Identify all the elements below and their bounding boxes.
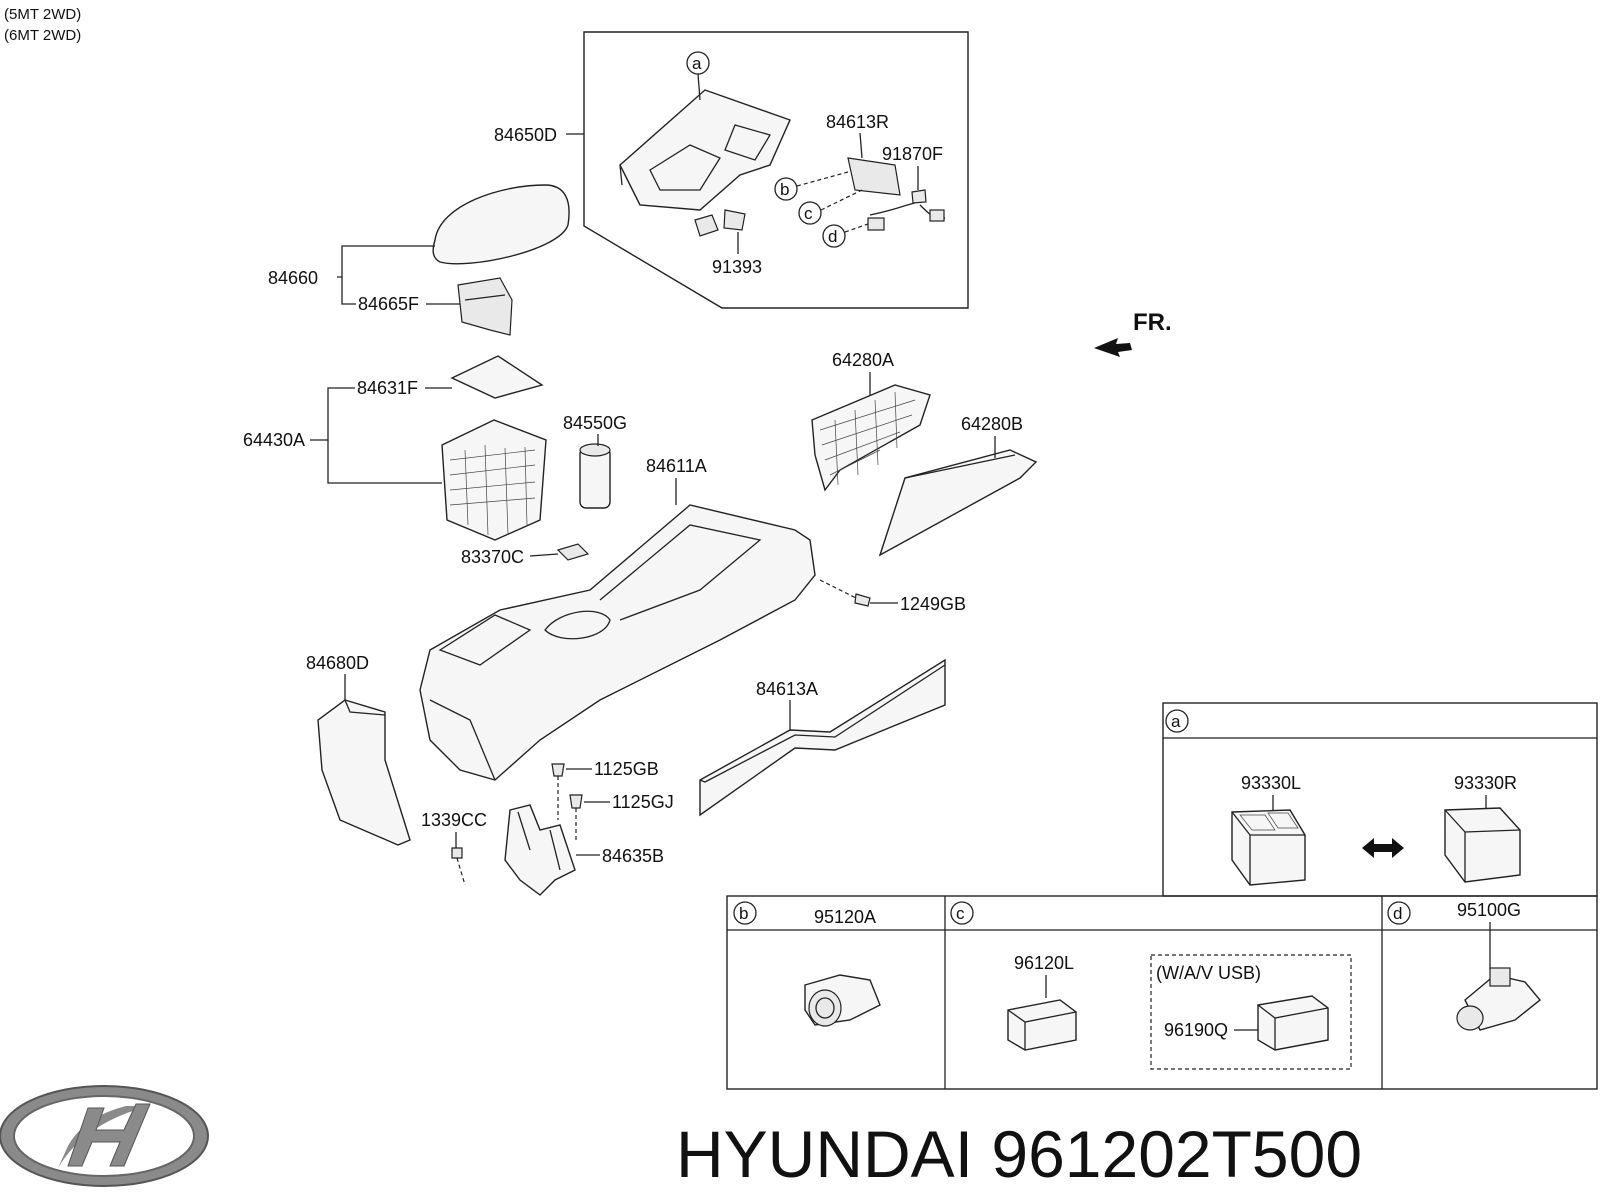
fr-label: FR. [1133,309,1172,336]
switch-panel-84613r [847,157,901,196]
callout-d-circle [822,224,846,248]
storage-box-group: 84631F 64430A [243,355,547,541]
panel-a-letter: a [1171,712,1181,731]
label-95100g: 95100G [1457,900,1521,920]
label-84650d: 84650D [494,125,557,145]
screw-1249gb [854,593,871,607]
sensor-91393 [694,214,719,237]
bracket-84635b: 84635B [504,804,664,896]
armrest-group: 84660 84665F [268,184,570,336]
lighter-socket-95100g [1456,967,1541,1031]
cup-holder-84550g: 84550G [563,413,627,509]
label-1125gb: 1125GB [594,759,659,779]
label-64430a: 64430A [243,430,305,450]
label-84635b: 84635B [602,846,664,866]
label-64280b: 64280B [961,414,1023,434]
bolt-1125gj [569,794,583,809]
label-96190q: 96190Q [1164,1020,1228,1040]
power-outlet-95120a [804,974,881,1027]
side-panel-64280a: 64280A [811,350,931,492]
interchange-arrow-icon [1362,838,1404,858]
label-93330l: 93330L [1241,773,1301,793]
console-body-84611a: 84611A [419,456,816,781]
label-91393: 91393 [712,257,762,277]
label-96120l: 96120L [1014,953,1074,973]
label-84660: 84660 [268,268,318,288]
label-84611a: 84611A [646,456,707,476]
header-note-6mt: (6MT 2WD) [4,27,81,44]
callout-a-letter: a [692,54,702,73]
armrest-lid-84660 [432,184,570,265]
wav-usb-option-box [1150,954,1352,1070]
trim-strip-84613a: 84613A [699,658,946,817]
label-64280a: 64280A [832,350,894,370]
pad-83370c [556,543,590,561]
bolt-1125gb [551,763,565,777]
detail-panel-a: a 93330L 93330R [1162,702,1598,897]
callout-b-letter: b [780,180,789,199]
callout-d-letter: d [828,227,837,246]
front-direction-indicator: FR. [1094,309,1172,357]
label-95120a: 95120A [814,907,876,927]
shift-bezel-84650d [619,89,791,211]
label-93330r: 93330R [1454,773,1517,793]
front-arrow-icon [1094,338,1132,357]
label-84613a: 84613A [756,679,818,699]
label-84631f: 84631F [357,378,418,398]
detail-box-84650d: a 84650D 84613R 91870F b c d 91393 [494,31,969,309]
callout-b-circle [774,177,798,201]
label-91870f: 91870F [882,144,943,164]
end-cap-84680d: 84680D [306,653,411,846]
usb-jack-96190q [1257,995,1329,1051]
storage-bin-64430a [441,419,547,541]
label-1125gj: 1125GJ [612,792,674,812]
aux-jack-96120l [1007,999,1077,1051]
header-note-5mt: (5MT 2WD) [4,6,81,23]
label-83370c: 83370C [461,547,524,567]
panel-b-letter: b [739,904,748,923]
label-84665f: 84665F [358,294,419,314]
wav-usb-note: (W/A/V USB) [1156,963,1261,983]
hinge-84665f [457,277,513,336]
label-84680d: 84680D [306,653,369,673]
callout-c-circle [798,201,822,225]
hyundai-logo [0,1085,209,1187]
mat-84631f [450,355,544,399]
connector-91870f [911,189,927,204]
label-1339cc: 1339CC [421,810,487,830]
label-84613r: 84613R [826,112,889,132]
side-panel-64280b: 64280B [878,414,1038,557]
panel-c-letter: c [956,904,965,923]
panel-d-letter: d [1393,904,1402,923]
connector-d [867,217,885,231]
label-1249gb: 1249GB [900,594,966,614]
nut-1339cc [451,847,463,859]
detail-panels-bcd: b 95120A c 96120L (W/A/V USB) 96190Q d 9… [726,895,1598,1090]
brand-title: HYUNDAI 961202T500 [676,1117,1362,1191]
label-84550g: 84550G [563,413,627,433]
callout-c-letter: c [804,204,813,223]
switch-93330r [1444,807,1521,883]
switch-93330l [1231,809,1306,886]
